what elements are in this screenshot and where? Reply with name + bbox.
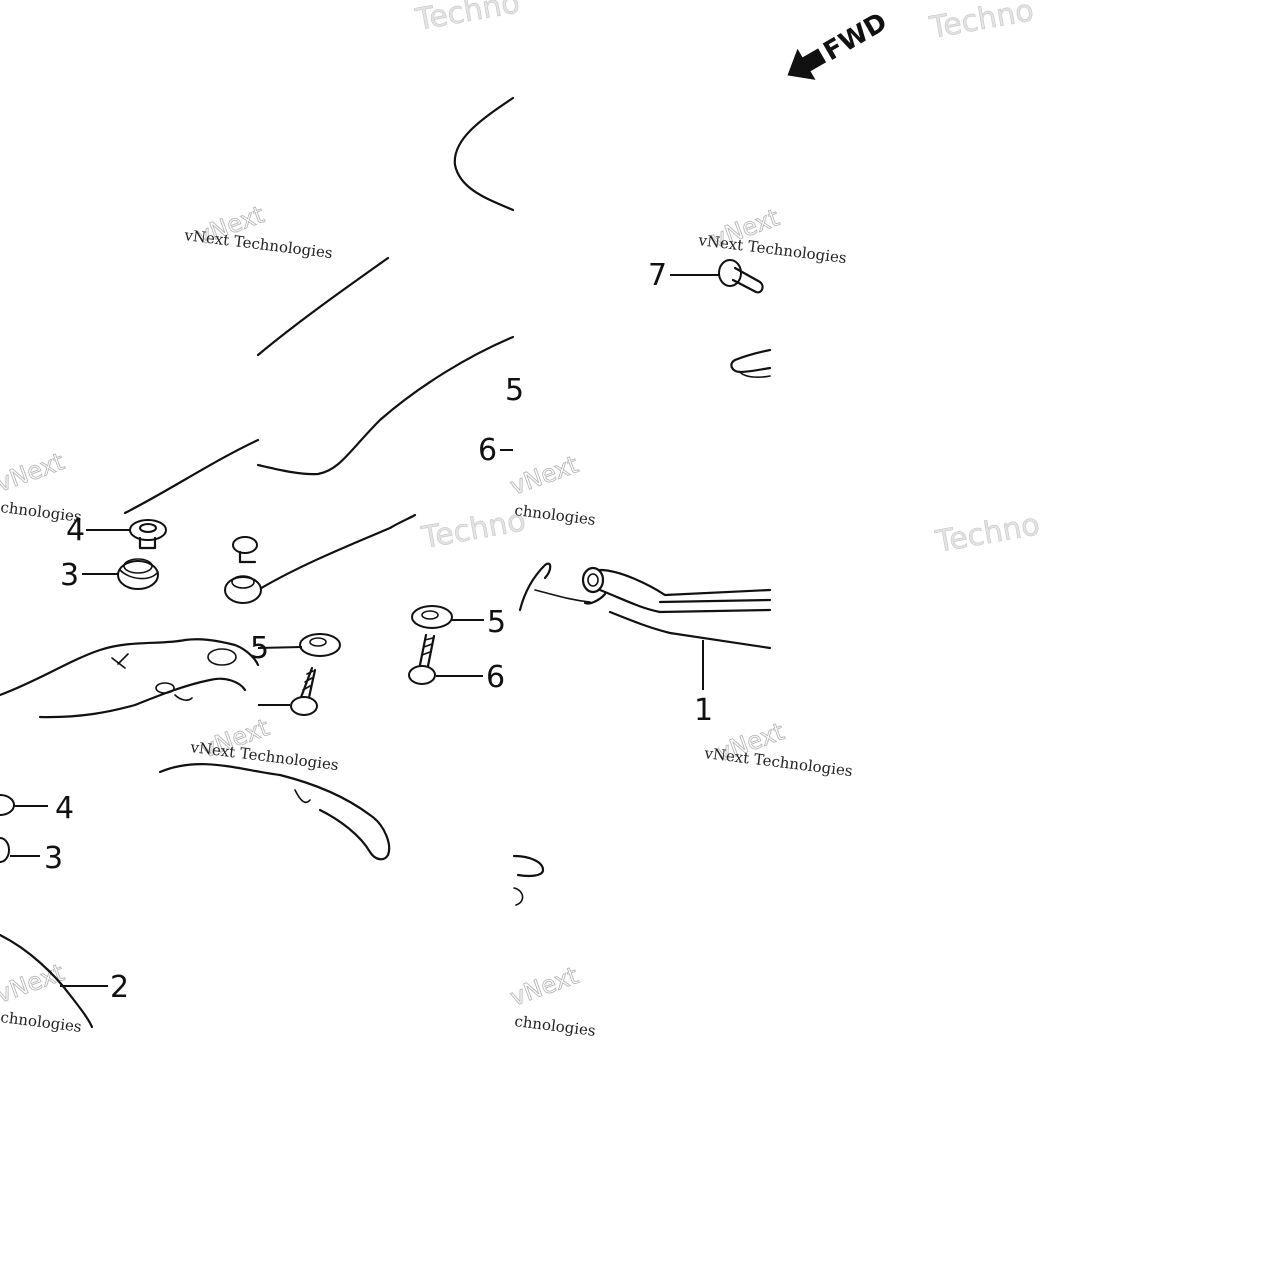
bolt-part-7 (670, 259, 764, 294)
fwd-marker: FWD (787, 7, 893, 80)
watermark-vnext-technologies-3: vNext Technologies (189, 738, 340, 774)
watermark-vnext-5: vNext (0, 447, 68, 497)
side-cover-left (123, 438, 260, 515)
watermark-vnext-8: vNext (506, 961, 581, 1011)
watermark-chnologies-4: chnologies (514, 1012, 597, 1040)
spring-clip-upper (730, 348, 772, 378)
rear-cowl-outline (453, 96, 515, 212)
washer-part-5-right (411, 605, 453, 629)
arrow-left-icon (787, 48, 827, 80)
watermark-vnext-technologies-4: vNext Technologies (703, 744, 854, 780)
callout-4-bottom: 4 (55, 791, 74, 826)
callout-6-right: 6 (486, 660, 505, 695)
callout-3-bottom: 3 (44, 841, 63, 876)
fwd-label: FWD (819, 7, 893, 67)
watermark-techno-4: Techno (932, 507, 1042, 560)
callout-5-right: 5 (487, 605, 506, 640)
grommet-part-3-mid (224, 575, 262, 604)
callout-2: 2 (110, 970, 129, 1005)
spring-clip-lower (512, 854, 545, 906)
bolt-part-6-center (290, 666, 318, 716)
callout-5-mid: 5 (250, 631, 269, 666)
collar-part-4-lower (0, 794, 15, 816)
seat-panel (256, 256, 515, 592)
watermark-vnext-technologies-2: vNext Technologies (697, 231, 848, 267)
watermark-chnologies-3: chnologies (0, 1008, 83, 1036)
grommet-group-lower (0, 794, 48, 863)
bracket-stay (0, 638, 260, 719)
watermark-vnext-technologies-1: vNext Technologies (183, 226, 334, 262)
watermark-techno-1: Techno (412, 0, 522, 38)
callout-labels: 7 6 5 4 3 5 5 6 1 4 3 2 (44, 258, 713, 1005)
callout-5-top: 5 (505, 373, 524, 408)
callout-6-top: 6 (478, 433, 497, 468)
watermark-techno-2: Techno (926, 0, 1036, 46)
rear-fender (158, 763, 391, 861)
callout-1: 1 (694, 693, 713, 728)
callout-3-left: 3 (60, 558, 79, 593)
callout-7: 7 (648, 258, 667, 293)
grommet-part-3-lower (0, 837, 10, 863)
watermark-layer: Techno Techno Techno Techno vNext vNext … (0, 0, 1043, 1040)
grommet-group-left (117, 519, 262, 604)
watermark-vnext-6: vNext (506, 450, 581, 500)
bolt-part-6-right (408, 633, 436, 685)
callout-4-left: 4 (66, 513, 85, 548)
washer-part-5-center (299, 633, 341, 657)
watermark-techno-3: Techno (418, 503, 528, 556)
washer-bolt-center (257, 633, 341, 716)
collar-part-4-mid (232, 536, 258, 564)
rear-fender-lower-edge (0, 933, 108, 1029)
watermark-vnext-7: vNext (0, 958, 68, 1008)
washer-bolt-right (408, 605, 484, 685)
stay-rod-part-1 (518, 562, 772, 690)
grommet-part-3-left (117, 558, 159, 590)
collar-part-4-left (129, 519, 167, 550)
